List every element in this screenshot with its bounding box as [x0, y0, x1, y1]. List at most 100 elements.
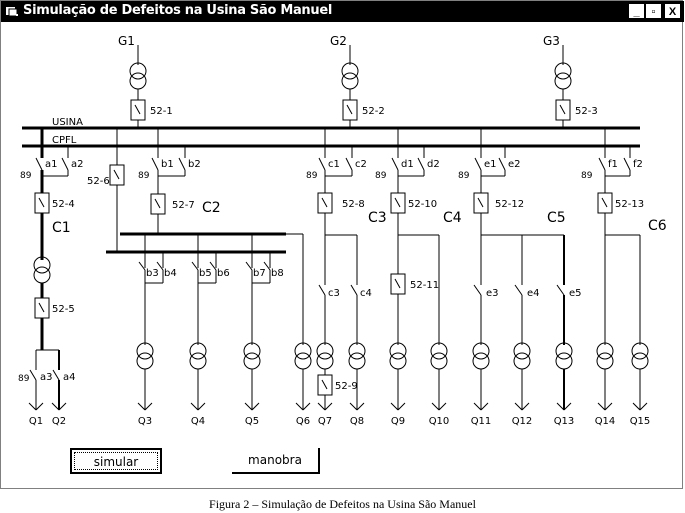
isolator-label: 89	[375, 171, 387, 181]
transformer-icon	[472, 352, 490, 370]
wire	[52, 369, 60, 381]
wire	[514, 284, 523, 296]
label: e2	[508, 159, 521, 170]
arrow	[556, 402, 565, 411]
breaker-contact	[134, 104, 141, 115]
title-bar[interactable]: Simulação de Defeitos na Usina São Manue…	[1, 1, 684, 22]
arrow	[144, 402, 153, 411]
breaker-label: 52-4	[52, 199, 75, 210]
breaker-label: 52-8	[342, 199, 365, 210]
cpfl-label: CPFL	[52, 135, 77, 146]
circuit-label-c3: C3	[368, 210, 387, 226]
transformer-icon	[389, 342, 407, 360]
label: b4	[164, 268, 177, 279]
arrow	[521, 402, 530, 411]
wire	[623, 157, 631, 171]
circuit-label-c1: C1	[52, 220, 71, 236]
arrow	[51, 402, 60, 411]
wire	[474, 157, 482, 171]
label: b5	[199, 268, 212, 279]
wire	[318, 157, 326, 171]
arrow	[324, 402, 333, 411]
circuit-label-c5: C5	[547, 210, 566, 226]
breaker-label: 52-9	[335, 381, 358, 392]
breaker-label: 52-12	[495, 199, 524, 210]
transformer-icon	[348, 352, 366, 370]
arrow	[604, 402, 613, 411]
label: b8	[271, 268, 284, 279]
label: b2	[188, 159, 201, 170]
breaker-label: 52-5	[52, 304, 75, 315]
load-label-q4: Q4	[191, 416, 205, 427]
label: f2	[633, 159, 643, 170]
wire	[138, 261, 146, 271]
simular-label: simular	[93, 455, 139, 469]
generator-transformer-icon	[341, 62, 359, 80]
arrow	[349, 402, 358, 411]
breaker-contact	[38, 302, 45, 313]
label: b6	[217, 268, 230, 279]
transformer-icon	[596, 342, 614, 360]
wire	[191, 261, 199, 271]
breaker-contact	[321, 379, 328, 390]
transformer-icon	[136, 342, 154, 360]
wire	[318, 284, 326, 296]
arrow	[514, 402, 523, 411]
breaker-contact	[38, 197, 45, 208]
focus-rect	[74, 452, 158, 470]
usina-label: USINA	[52, 117, 83, 128]
breaker-label: 52-10	[408, 199, 437, 210]
manobra-button[interactable]: manobra	[232, 448, 320, 474]
transformer-icon	[294, 342, 312, 360]
simular-button[interactable]: simular	[70, 448, 162, 474]
transformer-icon	[316, 352, 334, 370]
breaker-label: 52-3	[575, 106, 598, 117]
transformer-icon	[348, 342, 366, 360]
label: a3	[40, 372, 53, 383]
breaker-contact	[346, 104, 353, 115]
arrow	[137, 402, 146, 411]
arrow	[317, 402, 326, 411]
wire	[178, 157, 186, 171]
circuit-label-c4: C4	[443, 210, 462, 226]
breaker-contact	[477, 197, 484, 208]
breaker-contact	[394, 278, 401, 289]
transformer-icon	[555, 352, 573, 370]
c1-transformer-icon	[33, 266, 51, 284]
wire	[473, 284, 482, 296]
generator-label-3: G3	[543, 34, 560, 48]
breaker-label: 52-11	[410, 280, 439, 291]
transformer-icon	[631, 352, 649, 370]
arrow	[295, 402, 304, 411]
arrow	[597, 402, 606, 411]
transformer-icon	[430, 342, 448, 360]
label: b7	[253, 268, 266, 279]
isolator-label: 89	[306, 171, 318, 181]
load-label-q3: Q3	[138, 416, 152, 427]
load-label-q7: Q7	[318, 416, 332, 427]
breaker-contact	[321, 197, 328, 208]
transformer-icon	[189, 352, 207, 370]
wire	[156, 261, 164, 271]
arrow	[397, 402, 406, 411]
generator-transformer-icon	[341, 72, 359, 90]
circuit-label-c2: C2	[202, 200, 221, 216]
transformer-icon	[555, 342, 573, 360]
transformer-icon	[136, 352, 154, 370]
close-button[interactable]: X	[665, 4, 680, 18]
label: e1	[484, 159, 497, 170]
minimize-button[interactable]: _	[629, 4, 644, 18]
arrow	[244, 402, 253, 411]
transformer-icon	[189, 342, 207, 360]
load-label-q11: Q11	[471, 416, 492, 427]
wire	[417, 157, 425, 171]
arrow	[431, 402, 440, 411]
circuit-label-c6: C6	[648, 218, 667, 234]
label: c1	[328, 159, 340, 170]
generator-transformer-icon	[554, 72, 572, 90]
breaker-label: 52-7	[172, 200, 195, 211]
label: d2	[427, 159, 440, 170]
label: c2	[355, 159, 367, 170]
isolator-label: 89	[20, 171, 32, 181]
maximize-button[interactable]: ▫	[646, 4, 661, 18]
